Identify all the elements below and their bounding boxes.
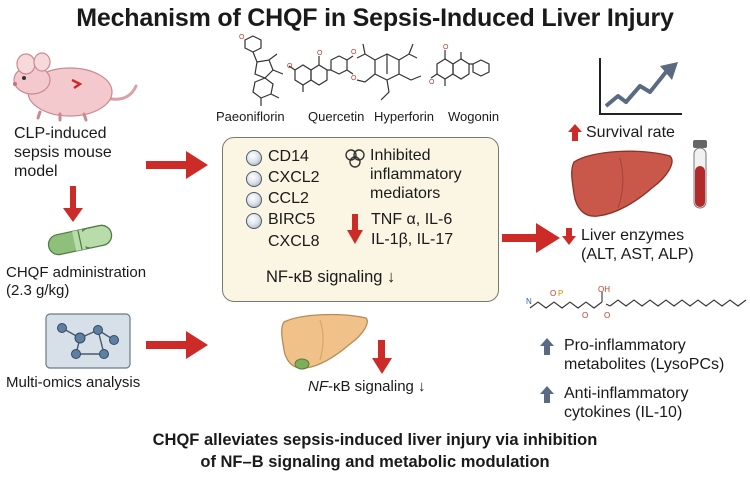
arrow-right-icon <box>146 331 208 359</box>
arrow-right-icon <box>146 151 208 179</box>
molecule-label-wogonin: Wogonin <box>448 109 500 124</box>
mouse-icon <box>13 52 138 122</box>
molecule-cluster-icon <box>345 149 365 168</box>
cytokines-list: TNF α, IL-6 IL-1β, IL-17 <box>371 210 453 250</box>
enzymes-line: (ALT, AST, ALP) <box>581 246 694 263</box>
gene-bullet-icon <box>246 192 262 208</box>
box-signaling-label: NF-κB signaling ↓ <box>266 268 396 286</box>
svg-text:O: O <box>239 34 245 41</box>
mediators-title-line: mediators <box>370 185 441 202</box>
molecule-label-quercetin: Quercetin <box>308 109 365 124</box>
up-arrow-icon <box>568 124 582 141</box>
molecule-label-paeoniflorin: Paeoniflorin <box>216 109 285 124</box>
gene-label-cxcl2: CXCL2 <box>268 169 320 186</box>
anti-inflammatory-label: Anti-inflammatory cytokines (IL-10) <box>564 384 688 422</box>
capsule-icon <box>47 224 113 256</box>
down-arrow-icon <box>347 214 363 244</box>
svg-text:P: P <box>558 289 563 298</box>
network-analysis-icon <box>45 313 131 369</box>
svg-text:O: O <box>351 75 357 82</box>
gene-label-birc5: BIRC5 <box>268 211 316 228</box>
svg-text:O: O <box>604 311 610 320</box>
pro-inflammatory-label: Pro-inflammatory metabolites (LysoPCs) <box>564 336 724 374</box>
model-label-line: model <box>14 163 58 180</box>
svg-text:OH: OH <box>598 285 610 294</box>
gene-label-cxcl8: CXCL8 <box>268 233 320 250</box>
gene-bullet-icon <box>246 171 262 187</box>
anti-line: cytokines (IL-10) <box>564 404 683 421</box>
molecule-structures-icon: O O O O O O O <box>239 34 490 106</box>
mediators-title-line: Inhibited <box>370 147 431 164</box>
administration-label-line: CHQF administration <box>6 264 147 281</box>
cytokine-line: IL-1β, IL-17 <box>371 231 454 248</box>
pro-line: metabolites (LysoPCs) <box>564 356 725 373</box>
anti-line: Anti-inflammatory <box>564 385 689 402</box>
omics-label: Multi-omics analysis <box>6 374 141 391</box>
svg-text:O: O <box>351 49 357 56</box>
enzymes-line: Liver enzymes <box>581 227 685 244</box>
mediators-title-line: inflammatory <box>370 166 462 183</box>
svg-text:N: N <box>526 297 532 306</box>
cytokine-line: TNF α, IL-6 <box>371 211 453 228</box>
survival-label: Survival rate <box>586 124 675 141</box>
svg-text:O: O <box>443 44 449 51</box>
svg-text:O: O <box>287 63 293 70</box>
blood-tube-icon <box>693 140 707 209</box>
page-title: Mechanism of CHQF in Sepsis-Induced Live… <box>76 4 674 32</box>
svg-text:O: O <box>317 50 323 57</box>
liver-enzymes-label: Liver enzymes (ALT, AST, ALP) <box>581 226 694 264</box>
pro-line: Pro-inflammatory <box>564 337 686 354</box>
model-label-line: CLP-induced <box>14 125 107 142</box>
gene-label-cd14: CD14 <box>268 148 309 165</box>
conclusion-line: of NF–B signaling and metabolic modulati… <box>200 453 550 471</box>
gene-label-ccl2: CCL2 <box>268 190 309 207</box>
up-arrow-icon <box>540 386 554 403</box>
mechanism-box <box>222 137 499 302</box>
svg-text:O: O <box>550 289 556 298</box>
liver-signaling-label: NF-κB signaling ↓ <box>308 378 426 396</box>
gene-bullet-icon <box>246 150 262 166</box>
administration-label-line: (2.3 g/kg) <box>6 282 70 299</box>
rising-trend-icon <box>599 58 682 115</box>
up-arrow-icon <box>540 338 554 355</box>
mediators-title: Inhibited inflammatory mediators <box>370 146 462 203</box>
administration-label: CHQF administration (2.3 g/kg) <box>6 264 146 300</box>
molecule-label-hyperforin: Hyperforin <box>374 109 434 124</box>
liver-icon <box>281 313 368 370</box>
down-arrow-icon <box>562 228 576 245</box>
down-arrow-icon <box>372 340 392 374</box>
signaling-suffix: -κB signaling ↓ <box>328 378 426 395</box>
svg-text:O: O <box>582 311 588 320</box>
model-label-line: sepsis mouse <box>14 144 112 161</box>
nf-prefix: NF <box>308 378 328 395</box>
model-label: CLP-induced sepsis mouse model <box>14 124 112 181</box>
svg-text:O: O <box>429 79 435 86</box>
conclusion-text: CHQF alleviates sepsis-induced liver inj… <box>0 429 750 473</box>
arrow-right-icon <box>502 223 560 253</box>
conclusion-line: CHQF alleviates sepsis-induced liver inj… <box>152 431 598 449</box>
down-arrow-icon <box>63 186 83 222</box>
gene-bullet-icon <box>246 213 262 229</box>
liver-icon <box>571 150 673 217</box>
